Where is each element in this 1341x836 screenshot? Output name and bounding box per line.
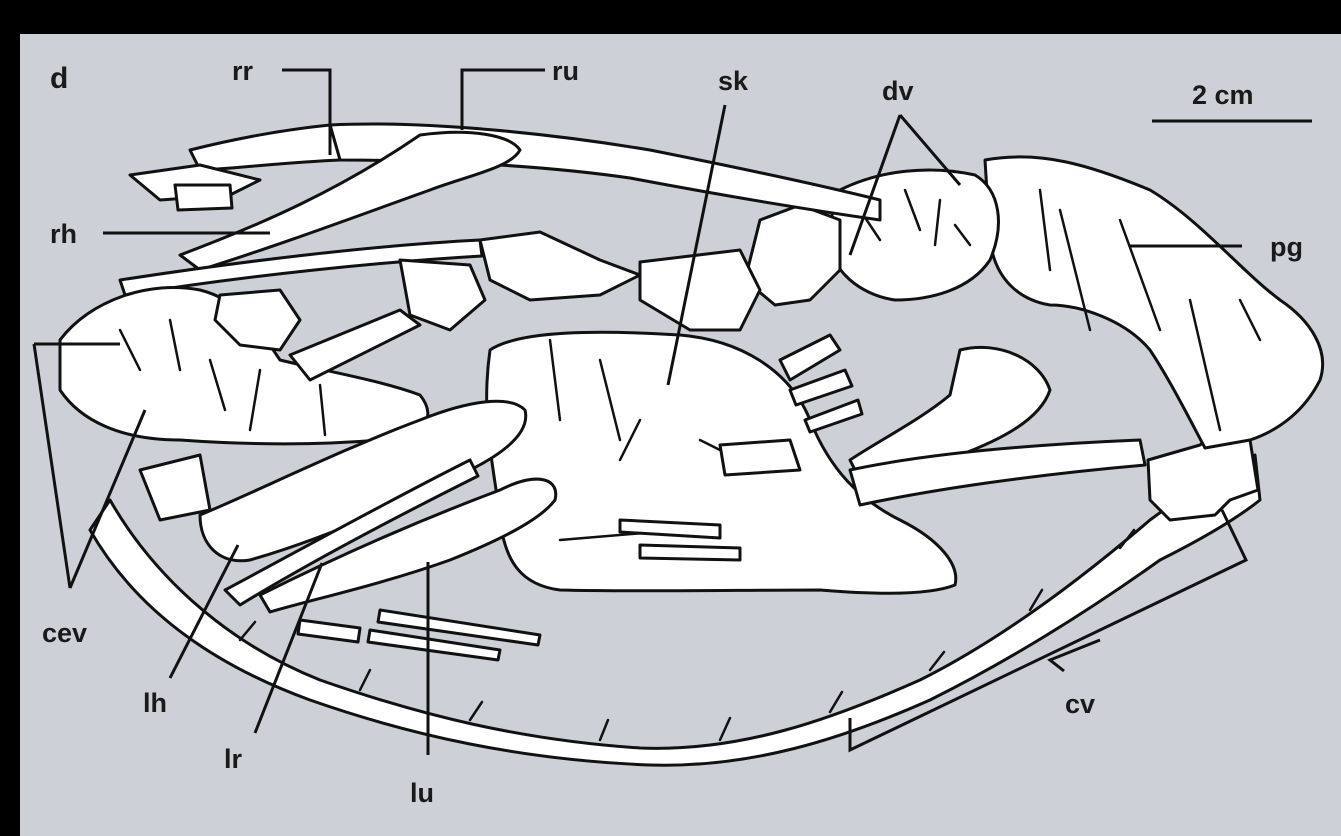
panel-letter: d — [50, 62, 68, 95]
label-cv: cv — [1065, 689, 1095, 719]
label-sk: sk — [718, 66, 749, 96]
label-dv: dv — [882, 76, 914, 106]
label-rh: rh — [50, 219, 77, 249]
label-ru: ru — [552, 56, 579, 86]
label-lu: lu — [410, 778, 434, 808]
label-cev: cev — [42, 618, 87, 648]
label-lr: lr — [224, 744, 243, 774]
label-pg: pg — [1270, 232, 1303, 262]
label-rr: rr — [232, 56, 254, 86]
scale-label: 2 cm — [1192, 80, 1254, 110]
label-lh: lh — [143, 688, 167, 718]
